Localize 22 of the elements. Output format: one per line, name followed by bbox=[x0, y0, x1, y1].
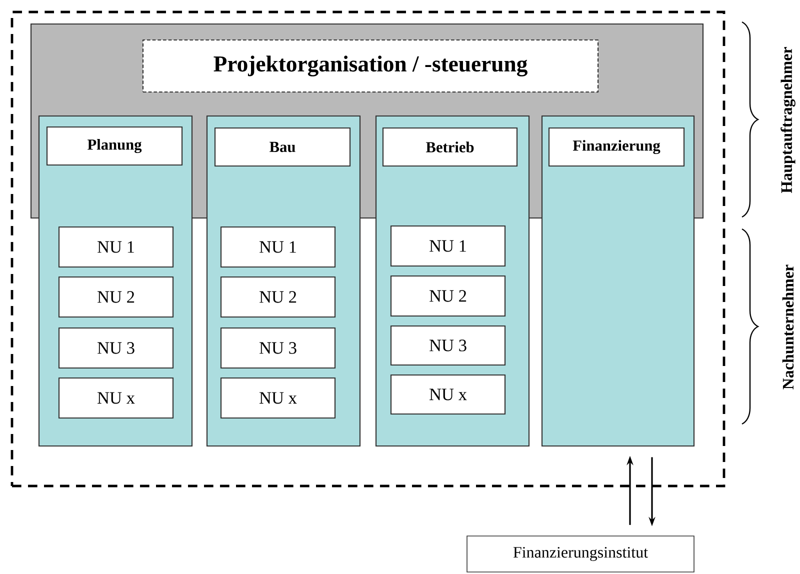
sub-box: NU 2 bbox=[220, 276, 336, 318]
sub-box: NU 3 bbox=[390, 325, 506, 366]
sub-box: NU 3 bbox=[58, 327, 174, 369]
sub-box: NU 1 bbox=[58, 226, 174, 268]
sub-box: NU 3 bbox=[220, 327, 336, 369]
sub-box: NU x bbox=[220, 377, 336, 419]
sub-box: NU 2 bbox=[58, 276, 174, 318]
column-box bbox=[541, 115, 695, 447]
side-label: Nachunternehmer bbox=[782, 264, 794, 390]
heading-box: Bau bbox=[214, 127, 351, 167]
sub-box: NU x bbox=[390, 374, 506, 415]
sub-box: NU x bbox=[58, 377, 174, 419]
dashed-frame bbox=[10, 10, 726, 488]
sub-box: NU 1 bbox=[390, 225, 506, 267]
sub-box: NU 2 bbox=[390, 275, 506, 317]
heading-box: Planung bbox=[46, 126, 183, 166]
sub-box: NU 1 bbox=[220, 226, 336, 268]
side-label: Hauptauftragnehmer bbox=[780, 47, 796, 194]
institution-box: Finanzierungsinstitut bbox=[466, 536, 694, 572]
title-box: Projektorganisation / -steuerung bbox=[142, 40, 598, 92]
heading-box: Finanzierung bbox=[548, 127, 685, 167]
heading-box: Betrieb bbox=[382, 127, 518, 167]
